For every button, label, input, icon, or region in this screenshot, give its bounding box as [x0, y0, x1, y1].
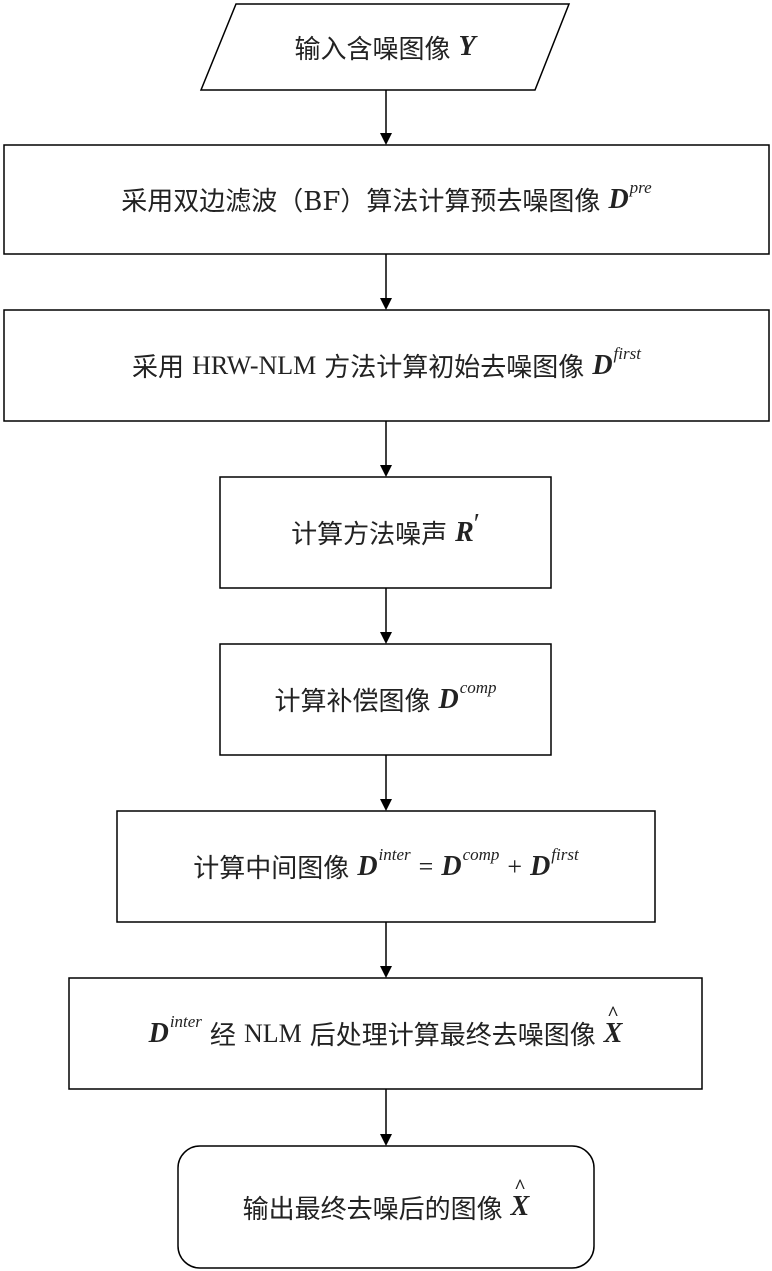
final-text-1: 经: [210, 1015, 236, 1052]
noise-node-label: 计算方法噪声R′: [220, 477, 551, 588]
final-var: D: [149, 1018, 169, 1050]
noise-text: 计算方法噪声: [291, 514, 447, 551]
comp-text: 计算补偿图像: [274, 681, 430, 718]
output-node-label: 输出最终去噪后的图像X: [178, 1146, 594, 1268]
final-node-label: Dinter 经 NLM 后处理计算最终去噪图像X: [69, 978, 702, 1089]
inter-plus: +: [507, 852, 522, 882]
hrw-sup: first: [614, 344, 641, 364]
final-sup: inter: [170, 1012, 202, 1032]
inter-var-1: D: [357, 851, 377, 883]
comp-node-label: 计算补偿图像Dcomp: [220, 644, 551, 755]
hrw-var: D: [592, 350, 612, 382]
output-var-x-hat: X: [511, 1191, 530, 1223]
inter-sup-1: inter: [379, 845, 411, 865]
inter-node-label: 计算中间图像Dinter=Dcomp+Dfirst: [117, 811, 655, 922]
hrw-text-1: 采用: [132, 347, 184, 384]
inter-text: 计算中间图像: [193, 848, 349, 885]
input-var: Y: [458, 31, 475, 63]
inter-equals: =: [419, 852, 434, 882]
bf-var: D: [608, 184, 628, 216]
comp-sup: comp: [460, 678, 497, 698]
inter-sup-3: first: [551, 845, 578, 865]
bf-sup: pre: [630, 178, 652, 198]
inter-sup-2: comp: [463, 845, 500, 865]
noise-prime: ′: [474, 509, 480, 541]
final-method: NLM: [244, 1019, 302, 1049]
input-node-label: 输入含噪图像Y: [201, 4, 569, 90]
hrw-text-2: 方法计算初始去噪图像: [324, 347, 584, 384]
inter-var-2: D: [441, 851, 461, 883]
input-text: 输入含噪图像: [294, 29, 450, 66]
noise-var: R: [455, 517, 474, 549]
output-text: 输出最终去噪后的图像: [243, 1189, 503, 1226]
comp-var: D: [438, 684, 458, 716]
bf-node-label: 采用双边滤波（BF）算法计算预去噪图像Dpre: [4, 145, 769, 254]
final-text-2: 后处理计算最终去噪图像: [310, 1015, 596, 1052]
final-var-x-hat: X: [604, 1018, 623, 1050]
bf-text: 采用双边滤波（BF）算法计算预去噪图像: [121, 181, 600, 218]
hrw-node-label: 采用 HRW-NLM 方法计算初始去噪图像Dfirst: [4, 310, 769, 421]
hrw-method: HRW-NLM: [192, 351, 316, 381]
inter-var-3: D: [530, 851, 550, 883]
